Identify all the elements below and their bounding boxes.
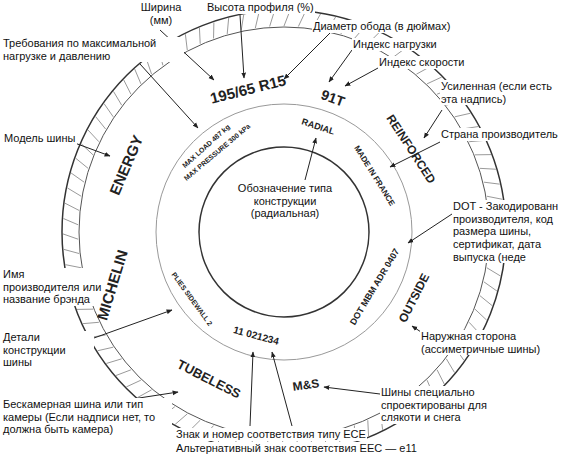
tread-groove — [96, 117, 106, 129]
tread-groove — [71, 173, 84, 182]
callout-label: Знак и номер соответствия типу ECE — [175, 428, 367, 441]
callout-label: Диаметр обода (в дюймах) — [312, 20, 451, 33]
tread-groove — [487, 268, 501, 276]
sidewall-marking: 11 021234 — [232, 325, 280, 347]
tread-groove — [175, 414, 187, 424]
rim-circle — [199, 147, 369, 317]
sidewall-marking: DOT MBM ADR 0407 — [349, 247, 402, 326]
leader-line — [284, 33, 330, 79]
callout-label: Высота профиля (%) — [206, 1, 315, 14]
leader-line — [305, 138, 316, 180]
tread-groove — [104, 104, 113, 117]
leader-line — [329, 50, 352, 82]
tread-groove — [480, 168, 496, 170]
callout-label: Имя производителя или название брэнда — [2, 268, 104, 306]
callout-label: Модель шины — [3, 132, 77, 145]
callout-label: Бескамерная шина или тип камеры (Если на… — [2, 398, 172, 436]
sidewall-marking: REINFORCED — [385, 113, 438, 186]
callout-label: DOT - Закодированн производителя, код ра… — [452, 200, 565, 263]
callout-label: Альтернативный знак соответствия EEC — e… — [175, 442, 418, 455]
tread-groove — [76, 158, 88, 168]
leader-lines — [72, 15, 452, 426]
tread-groove — [98, 347, 114, 351]
tread-groove — [124, 80, 131, 94]
leader-line — [345, 68, 378, 86]
tread-groove — [77, 309, 93, 310]
sidewall-marking: M&S — [292, 378, 320, 394]
tread-groove — [446, 359, 454, 373]
tread-groove — [487, 196, 503, 199]
sidewall-ring — [156, 104, 412, 360]
tread-groove — [484, 182, 500, 184]
leader-line — [240, 15, 244, 78]
callout-label: Ширина (мм) — [132, 1, 190, 26]
sidewall-marking: 91T — [319, 87, 346, 108]
tread-groove — [67, 188, 81, 196]
tread-boundary — [79, 27, 489, 437]
tread-groove — [255, 12, 259, 28]
tread-groove — [298, 12, 305, 26]
tread-groove — [475, 309, 487, 320]
leader-line — [272, 352, 292, 426]
tread-groove — [199, 28, 201, 44]
sidewall-marking: OUTSIDE — [397, 272, 432, 325]
tread-groove — [63, 234, 78, 239]
tread-groove — [367, 420, 369, 436]
callout-label: Требования по максимальной нагрузке и да… — [2, 37, 184, 62]
tread-groove — [106, 359, 121, 364]
tread-groove — [437, 370, 444, 384]
sidewall-marking: TUBELESS — [175, 357, 243, 400]
tread-groove — [88, 130, 99, 142]
tread-groove — [480, 296, 492, 306]
sidewall-marking: ENERGY — [106, 133, 145, 197]
callout-label: Страна производитель — [440, 128, 560, 141]
sidewall-marking: PLIES SIDEWALL 2 — [170, 271, 213, 327]
tread-groove — [126, 380, 141, 387]
callout-label: Усиленная (если есть эта надпись) — [440, 80, 560, 105]
tread-groove — [484, 282, 497, 291]
tread-groove — [65, 203, 79, 210]
tread-groove — [455, 113, 471, 117]
tread-groove — [475, 154, 491, 155]
tread-groove — [64, 249, 79, 253]
tread-groove — [241, 15, 244, 31]
tread-groove — [83, 322, 99, 323]
tread-groove — [185, 34, 187, 50]
callout-label: Индекс скорости — [378, 56, 465, 69]
tread-groove — [135, 69, 141, 84]
tread-groove — [213, 22, 214, 38]
sidewall-marking: RADIAL — [300, 118, 335, 137]
leader-line — [408, 214, 452, 243]
leader-line — [250, 352, 253, 426]
callout-label: Индекс нагрузки — [352, 38, 438, 51]
tread-groove — [116, 370, 131, 376]
callout-label: Обозначение типа конструкции (радиальная… — [224, 182, 346, 220]
tread-groove — [113, 91, 121, 105]
leader-line — [140, 64, 198, 128]
leader-line — [324, 387, 380, 394]
callout-label: Наружная сторона (ассиметричные шины) — [420, 330, 552, 355]
sidewall-marking: MADE IN FRANCE — [352, 144, 396, 207]
tread-groove — [63, 219, 78, 225]
callout-label: Детали конструкции шины — [2, 331, 94, 369]
tread-groove — [227, 18, 228, 34]
sidewall-marking: 195/65 R15 — [209, 73, 288, 106]
callout-label: Шины специально спроектированы для сляко… — [380, 386, 522, 424]
leader-line — [72, 142, 110, 156]
